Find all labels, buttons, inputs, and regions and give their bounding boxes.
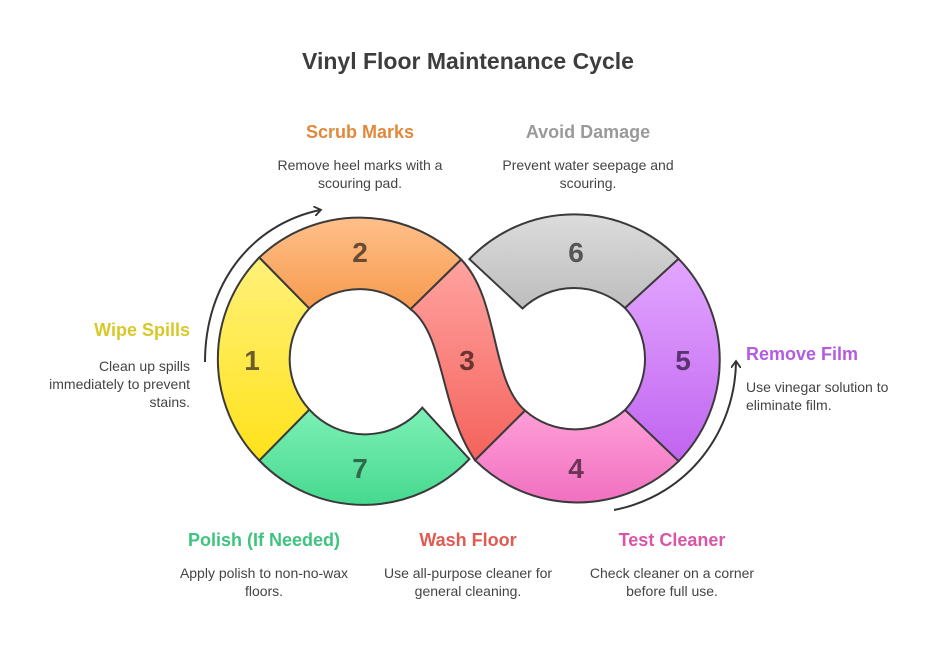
step-label-remove-film: Remove Film: [746, 344, 859, 364]
step-label-polish: Polish (If Needed): [187, 530, 340, 550]
segment-2: [257, 216, 463, 311]
step-number-5: 5: [675, 345, 691, 376]
step-number-6: 6: [568, 237, 584, 268]
step-desc-wipe-spills: Clean up spills immediately to prevent s…: [49, 358, 190, 410]
segment-1: [216, 256, 311, 462]
step-desc-polish: Apply polish to non-no-wax floors.: [179, 565, 349, 599]
step-label-wipe-spills: Wipe Spills: [94, 320, 190, 340]
segment-7: [257, 406, 471, 506]
step-desc-scrub-marks: Remove heel marks with a scouring pad.: [277, 157, 443, 191]
step-number-4: 4: [568, 453, 584, 484]
step-desc-avoid-damage: Prevent water seepage and scouring.: [502, 157, 674, 191]
segment-3: [409, 258, 527, 462]
step-number-7: 7: [352, 453, 368, 484]
step-label-avoid-damage: Avoid Damage: [525, 122, 651, 142]
step-desc-wash-floor: Use all-purpose cleaner for general clea…: [383, 565, 553, 599]
step-number-2: 2: [352, 237, 368, 268]
step-number-1: 1: [244, 345, 260, 376]
step-number-3: 3: [459, 345, 475, 376]
step-label-wash-floor: Wash Floor: [419, 530, 517, 550]
segment-4: [473, 408, 681, 504]
step-desc-remove-film: Use vinegar solution to eliminate film.: [746, 379, 889, 413]
flow-arrow-right: [613, 362, 736, 511]
page-title: Vinyl Floor Maintenance Cycle: [302, 48, 634, 74]
step-desc-test-cleaner: Check cleaner on a corner before full us…: [589, 565, 755, 599]
step-label-test-cleaner: Test Cleaner: [618, 530, 726, 550]
segment-5: [623, 257, 721, 463]
segment-6: [467, 213, 681, 310]
step-label-scrub-marks: Scrub Marks: [305, 122, 415, 142]
flow-arrow-left: [204, 210, 320, 363]
